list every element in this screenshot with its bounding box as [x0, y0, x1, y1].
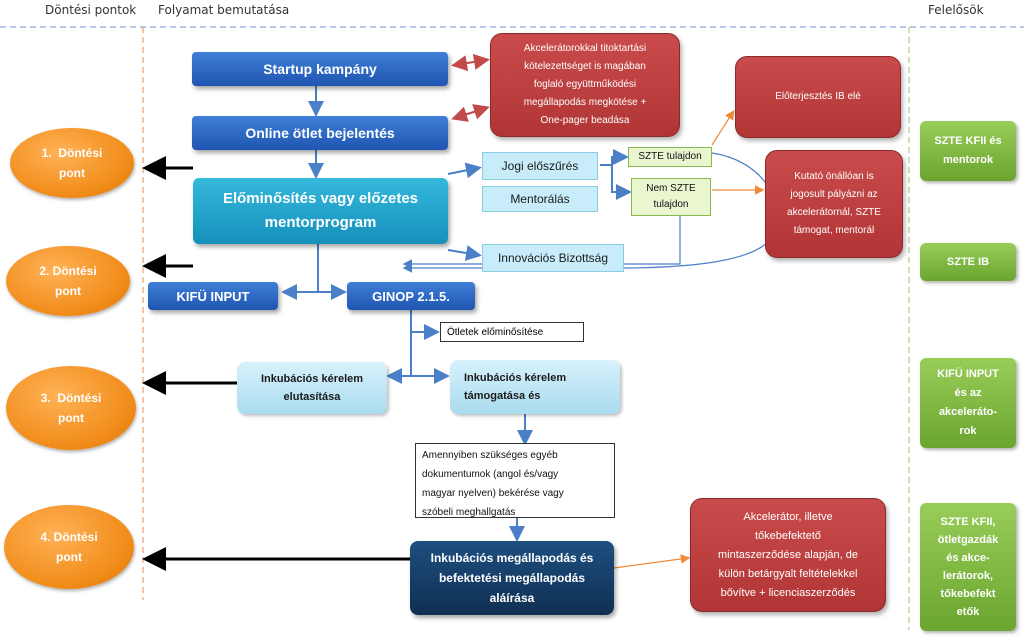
header-responsible: Felelősök — [928, 3, 984, 17]
kifu-input-box: KIFÜ INPUT — [148, 282, 278, 310]
startup-campaign-box: Startup kampány — [192, 52, 448, 86]
szte-owned-box: SZTE tulajdon — [628, 147, 712, 167]
documents-request-box: Amennyiben szükséges egyéb dokumentumok … — [415, 443, 615, 518]
responsible-4: SZTE KFII, ötletgazdák és akce- lerátoro… — [920, 503, 1016, 631]
arrow-final-investor — [613, 554, 691, 569]
arrow-to-nonszte — [611, 165, 632, 200]
arrow-startup-accel — [451, 54, 490, 71]
legal-prefilter-box: Jogi előszűrés — [482, 152, 598, 180]
accelerator-agreement-note: Akcelerátorokkal titoktartási kötelezett… — [490, 33, 680, 137]
arrow-preq-jogi — [447, 162, 482, 179]
responsible-2: SZTE IB — [920, 243, 1016, 281]
arrow-to-szte — [611, 149, 629, 165]
ginop-box: GINOP 2.1.5. — [347, 282, 475, 310]
researcher-application-note: Kutató önállóan is jogosult pályázni az … — [765, 150, 903, 258]
idea-prequalification-box: Ötletek előminősítése — [440, 322, 584, 342]
online-idea-box: Online ötlet bejelentés — [192, 116, 448, 150]
investor-contract-note: Akcelerátor, illetve tőkebefektető minta… — [690, 498, 886, 612]
header-decision-points: Döntési pontok — [45, 3, 137, 17]
arrow-szte-ib-front — [711, 109, 735, 146]
innovation-committee-box: Innovációs Bizottság — [482, 244, 624, 272]
arrow-preq-kifu — [281, 244, 319, 300]
arrow-online-accel — [451, 104, 490, 122]
header-process: Folyamat bemutatása — [158, 3, 290, 17]
mentoring-box: Mentorálás — [482, 186, 598, 212]
responsible-3: KIFÜ INPUT és az akcelerátо- rok — [920, 358, 1016, 448]
arrow-ginop-reject — [386, 332, 412, 384]
arrow-preq-ib — [447, 245, 482, 261]
ib-submission-note: Előterjesztés IB elé — [735, 56, 901, 138]
